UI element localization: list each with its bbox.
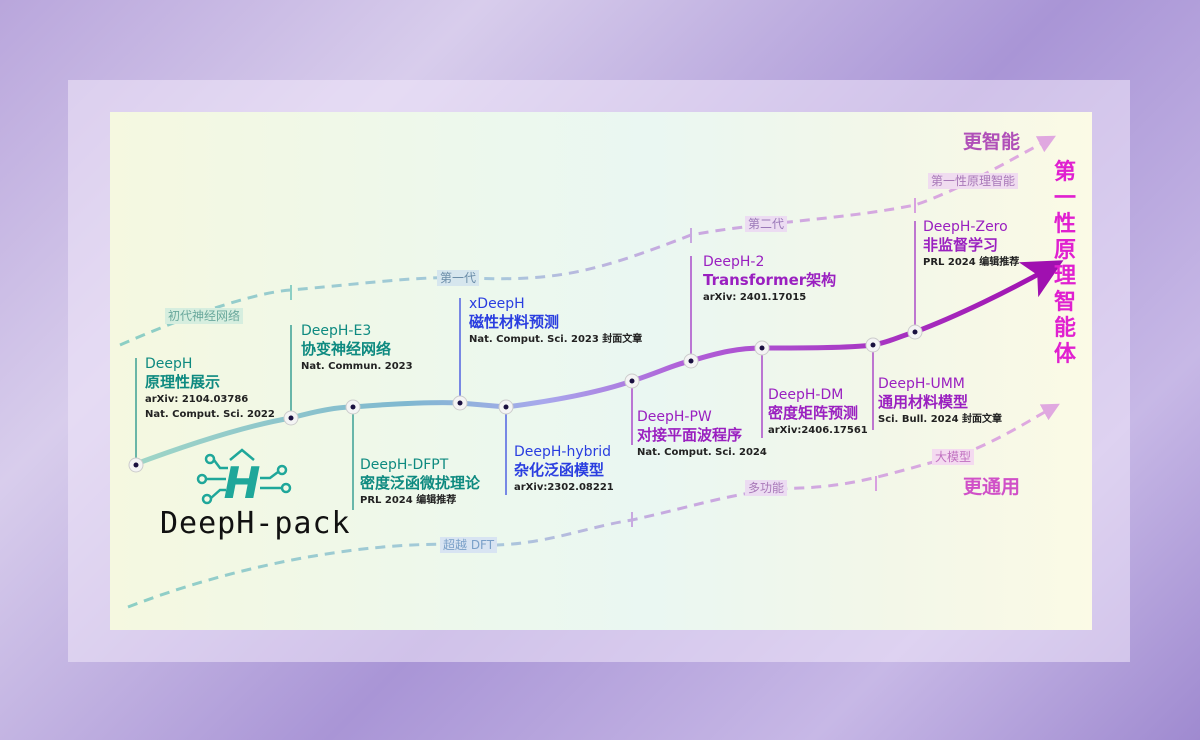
- node-name: DeepH-hybrid: [514, 444, 612, 460]
- logo-mark: H: [224, 458, 261, 506]
- node-dot-center: [503, 404, 509, 410]
- node-dot-center: [457, 400, 463, 406]
- node-reference: arXiv:2406.17561: [768, 425, 868, 436]
- track-label-early-nn: 初代神经网络: [165, 308, 244, 324]
- node-title: 密度矩阵预测: [768, 404, 859, 422]
- direction-more-general: 更通用: [963, 476, 1021, 498]
- node-name: DeepH-UMM: [878, 376, 965, 392]
- node-dot-center: [870, 342, 876, 348]
- node-dot-center: [759, 345, 765, 351]
- node-name: DeepH-DM: [768, 387, 844, 403]
- node-dot-center: [629, 378, 635, 384]
- deeph-pack-logo-icon: H: [196, 448, 292, 506]
- goal-first-principles-agent: 第一性原理智能体: [1053, 160, 1076, 367]
- track-label-large-model: 大模型: [932, 449, 975, 465]
- lower-dashed-track: [127, 403, 1060, 609]
- node-title: 磁性材料预测: [469, 313, 560, 331]
- node-name: DeepH-Zero: [923, 219, 1008, 235]
- track-label-gen2: 第二代: [745, 216, 788, 232]
- node-reference: Nat. Comput. Sci. 2024: [637, 447, 767, 458]
- node-dot-center: [288, 415, 294, 421]
- direction-more-intelligent: 更智能: [963, 131, 1021, 153]
- node-title: 密度泛函微扰理论: [360, 474, 481, 492]
- node-title: 原理性展示: [145, 373, 221, 391]
- node-title: 协变神经网络: [301, 340, 392, 358]
- node-title: 杂化泛函模型: [514, 461, 605, 479]
- node-name: DeepH-PW: [637, 409, 712, 425]
- node-name: xDeepH: [469, 296, 525, 312]
- node-reference: Nat. Comput. Sci. 2023 封面文章: [469, 334, 643, 345]
- node-dot-center: [912, 329, 918, 335]
- node-dot-center: [133, 462, 139, 468]
- diagram-panel: [110, 112, 1092, 630]
- track-label-fp-intelligence: 第一性原理智能: [928, 173, 1019, 189]
- node-name: DeepH: [145, 356, 193, 372]
- node-title: 非监督学习: [923, 236, 999, 254]
- upper-dashed-track: [119, 135, 1056, 347]
- node-reference: PRL 2024 编辑推荐: [923, 257, 1020, 268]
- node-name: DeepH-DFPT: [360, 457, 449, 473]
- node-dot-center: [350, 404, 356, 410]
- node-reference: Sci. Bull. 2024 封面文章: [878, 414, 1003, 425]
- track-label-beyond-dft: 超越 DFT: [440, 537, 498, 553]
- node-reference: arXiv: 2104.03786: [145, 394, 249, 405]
- node-reference: Nat. Commun. 2023: [301, 361, 413, 372]
- node-reference: arXiv:2302.08221: [514, 482, 614, 493]
- node-title: 通用材料模型: [878, 393, 969, 411]
- node-reference: arXiv: 2401.17015: [703, 292, 807, 303]
- node-title: 对接平面波程序: [637, 426, 743, 444]
- deeph-pack-title: DeepH-pack: [160, 506, 351, 541]
- main-timeline-curve: [132, 260, 1064, 468]
- node-name: DeepH-2: [703, 254, 765, 270]
- node-reference: Nat. Comput. Sci. 2022: [145, 409, 275, 420]
- track-label-gen1: 第一代: [437, 270, 480, 286]
- node-reference: PRL 2024 编辑推荐: [360, 495, 457, 506]
- track-label-multifunction: 多功能: [745, 480, 788, 496]
- node-dot-center: [688, 358, 694, 364]
- node-name: DeepH-E3: [301, 323, 372, 339]
- node-title: Transformer架构: [703, 271, 837, 289]
